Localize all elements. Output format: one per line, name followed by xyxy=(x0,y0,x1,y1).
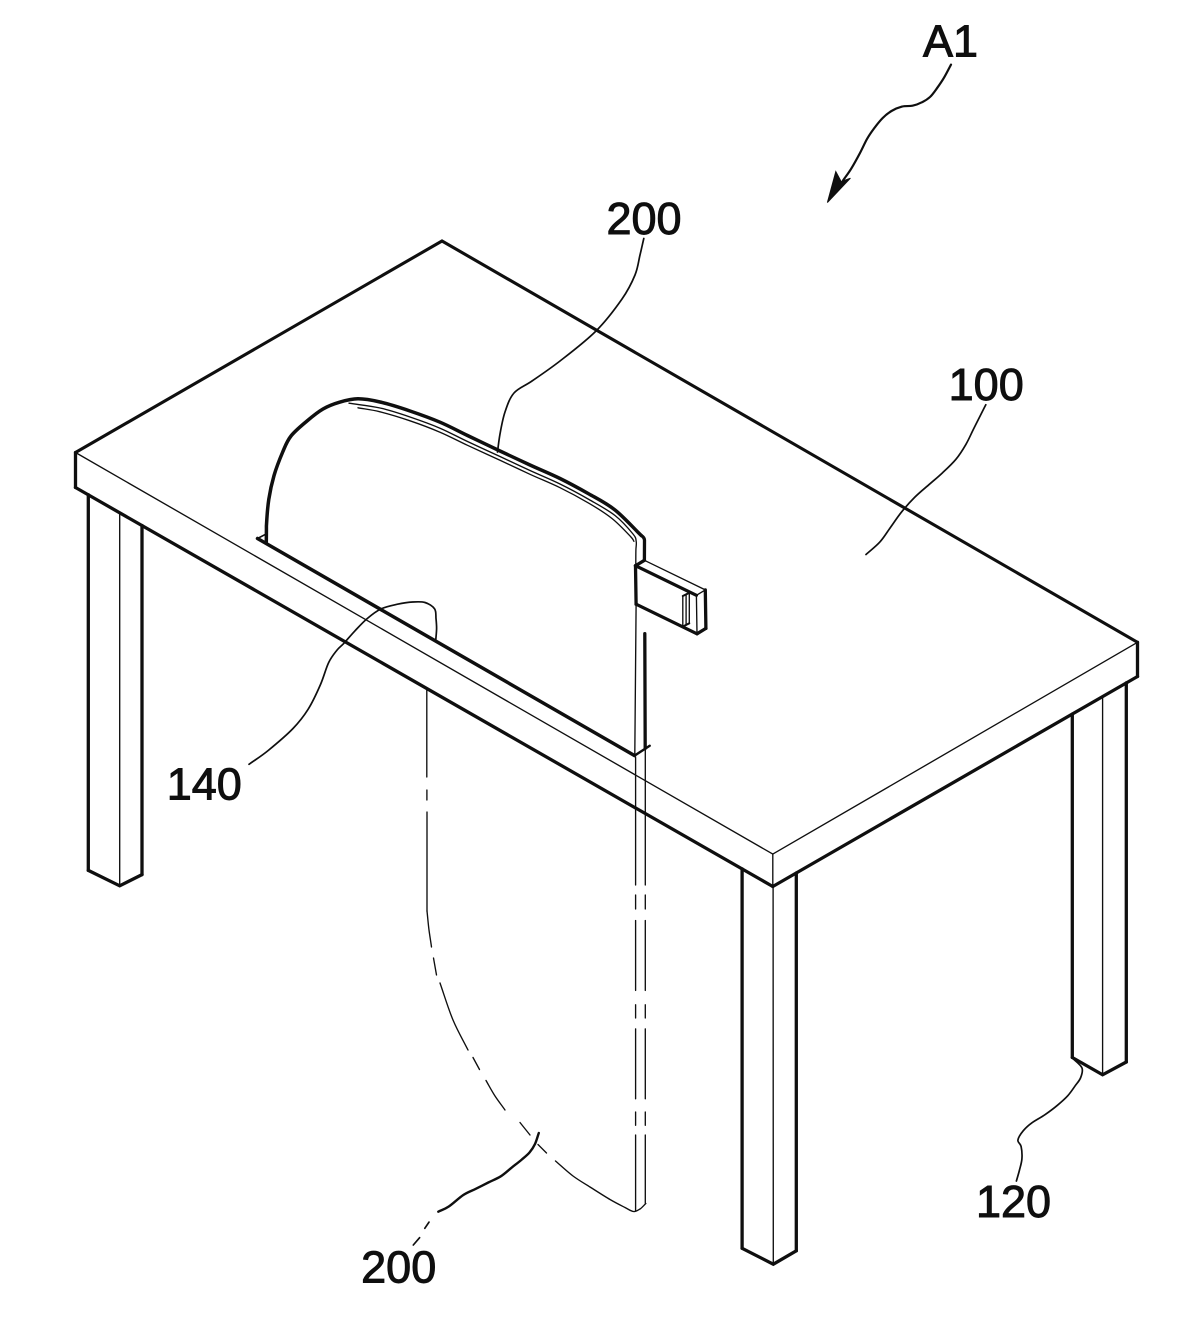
svg-text:140: 140 xyxy=(167,759,242,810)
svg-text:A1: A1 xyxy=(923,15,978,66)
svg-text:200: 200 xyxy=(606,193,681,244)
svg-text:100: 100 xyxy=(949,359,1024,410)
svg-text:120: 120 xyxy=(976,1176,1051,1227)
svg-text:200: 200 xyxy=(361,1242,436,1293)
